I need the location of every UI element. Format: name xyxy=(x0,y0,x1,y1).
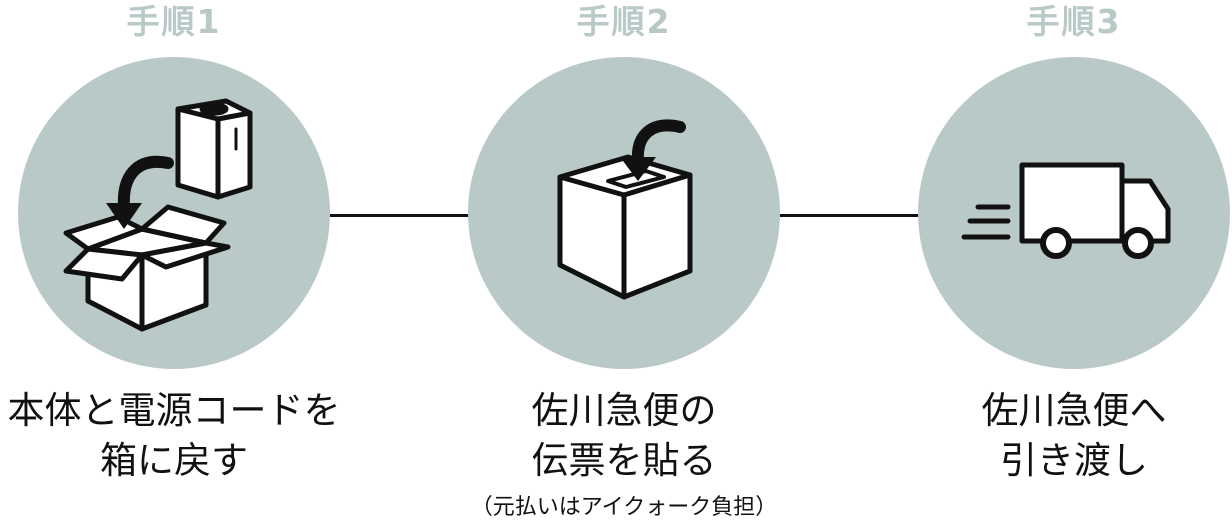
step-note: （元払いはアイクォーク負担） xyxy=(470,495,778,520)
step-description-line: 佐川急便の xyxy=(531,389,717,432)
step-description-line: 伝票を貼る xyxy=(531,439,717,482)
step-description-line: 佐川急便へ xyxy=(981,389,1167,432)
step-title: 手順2 xyxy=(576,2,672,41)
step-description-line: 本体と電源コードを xyxy=(7,389,341,432)
step-title: 手順3 xyxy=(1026,2,1122,41)
connector-line-1-2 xyxy=(330,214,470,217)
connector-line-2-3 xyxy=(780,214,920,217)
step-description-line: 引き渡し xyxy=(1000,439,1148,482)
step-circle xyxy=(468,57,780,369)
step-description: 佐川急便の 伝票を貼る xyxy=(424,386,824,486)
step-description: 佐川急便へ 引き渡し xyxy=(874,386,1232,486)
box-with-device-icon xyxy=(63,98,253,332)
delivery-truck-icon xyxy=(961,162,1171,259)
step-circle xyxy=(18,57,330,369)
step-title: 手順1 xyxy=(126,2,222,41)
step-circle xyxy=(918,57,1230,369)
box-with-label-icon xyxy=(557,119,693,300)
step-description-line: 箱に戻す xyxy=(100,439,248,482)
step-description: 本体と電源コードを 箱に戻す xyxy=(0,386,374,486)
